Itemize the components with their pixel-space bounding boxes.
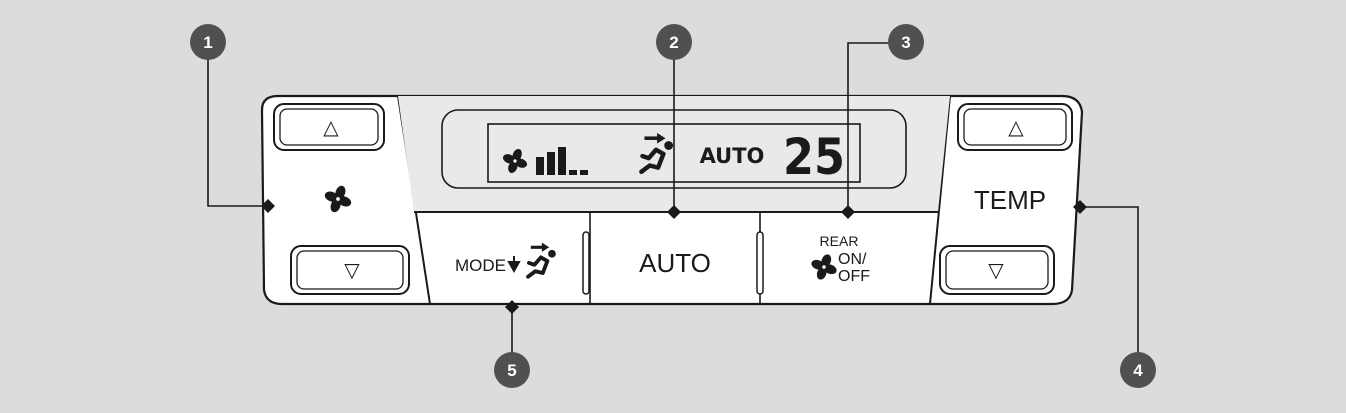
- rear-label: REAR: [820, 233, 859, 249]
- svg-text:2: 2: [669, 33, 678, 52]
- rear-on-off-button[interactable]: REAR ON/ OFF: [765, 214, 927, 302]
- fan-level-bar-off: [580, 170, 588, 175]
- temp-up-button[interactable]: △: [957, 103, 1073, 151]
- down-arrow-icon: ▽: [344, 260, 360, 282]
- rear-off-label: OFF: [838, 268, 870, 285]
- svg-text:1: 1: [203, 33, 212, 52]
- callout-1: 1: [190, 24, 226, 60]
- svg-text:3: 3: [901, 33, 910, 52]
- fan-level-bar-on: [558, 147, 566, 175]
- auto-button[interactable]: AUTO: [592, 214, 757, 302]
- display-temperature-value: 25: [783, 128, 845, 186]
- bottom-button-row: MODE AUTO REAR ON/ OFF: [414, 211, 938, 304]
- callout-2: 2: [656, 24, 692, 60]
- rear-on-label: ON/: [838, 251, 867, 268]
- down-arrow-icon: ▽: [988, 260, 1004, 282]
- up-arrow-icon: △: [1008, 117, 1024, 139]
- callout-leaders: [207, 42, 1139, 358]
- mode-button[interactable]: MODE: [420, 214, 580, 302]
- up-arrow-icon: △: [323, 117, 339, 139]
- auto-label: AUTO: [639, 248, 711, 278]
- temperature-section: △ TEMP ▽: [929, 95, 1073, 305]
- svg-text:4: 4: [1133, 361, 1143, 380]
- callout-5: 5: [494, 352, 530, 388]
- callout-pointers: [261, 199, 1087, 314]
- display-temperature: 25: [783, 128, 845, 186]
- display-mode-text: AUTO: [700, 144, 765, 168]
- callout-4: 4: [1120, 352, 1156, 388]
- svg-text:5: 5: [507, 361, 516, 380]
- temp-label: TEMP: [974, 185, 1046, 215]
- mode-label: MODE: [455, 256, 506, 275]
- fan-speed-up-button[interactable]: △: [273, 103, 385, 151]
- callout-3: 3: [888, 24, 924, 60]
- fan-speed-section: △ ▽: [273, 95, 431, 305]
- fan-level-bar-on: [547, 152, 555, 175]
- fan-level-indicator: [536, 147, 588, 175]
- fan-level-bar-off: [569, 170, 577, 175]
- fan-level-bar-on: [536, 157, 544, 175]
- temp-down-button[interactable]: ▽: [939, 245, 1055, 295]
- down-arrow-icon: [507, 256, 521, 274]
- fan-speed-down-button[interactable]: ▽: [290, 245, 410, 295]
